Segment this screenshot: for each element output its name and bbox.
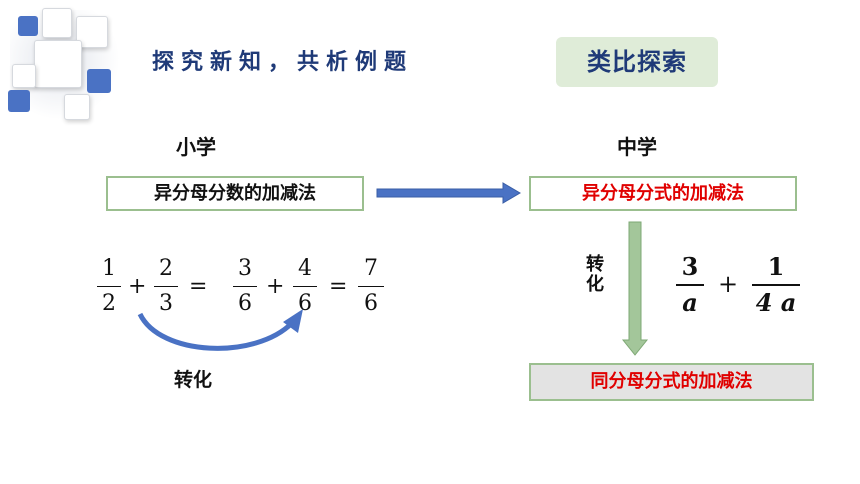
right-topic-box: 异分母分式的加减法	[529, 176, 797, 211]
plus-sign-2: +	[266, 274, 285, 299]
curve-label: 转化	[174, 369, 213, 391]
section-badge: 类比探索	[556, 37, 718, 87]
white-square-5	[64, 94, 90, 120]
fraction-bar	[154, 286, 178, 287]
fraction-1-denominator: 2	[102, 291, 116, 316]
fraction-bar	[752, 284, 800, 286]
blue-square-2	[87, 69, 111, 93]
decorative-squares	[0, 0, 140, 130]
left-heading: 小学	[176, 135, 216, 159]
algebraic-fraction-2-numerator: 1	[767, 252, 785, 281]
fraction-4: 4 6	[293, 256, 317, 317]
fraction-bar	[97, 286, 121, 287]
blue-square-3	[8, 90, 30, 112]
fraction-1-numerator: 1	[102, 256, 116, 281]
fraction-bar	[358, 286, 384, 287]
fraction-5: 7 6	[358, 256, 384, 317]
right-arrow-icon	[376, 182, 521, 204]
fraction-bar	[233, 286, 257, 287]
algebraic-fraction-1-numerator: 3	[681, 252, 699, 281]
fraction-3-numerator: 3	[238, 256, 252, 281]
fraction-5-denominator: 6	[364, 291, 378, 316]
fraction-2-denominator: 3	[159, 291, 173, 316]
equals-sign-1: =	[189, 274, 208, 299]
fraction-bar	[293, 286, 317, 287]
white-square-1	[42, 8, 72, 38]
fraction-2: 2 3	[154, 256, 178, 317]
down-arrow-icon	[621, 221, 649, 356]
curved-arrow-icon	[137, 309, 303, 351]
plus-sign-3: +	[718, 270, 739, 298]
vertical-transform-label: 转化	[586, 254, 604, 295]
page-title: 探究新知，共析例题	[152, 50, 414, 75]
fraction-3: 3 6	[233, 256, 257, 317]
fraction-3-denominator: 6	[238, 291, 252, 316]
blue-square-1	[18, 16, 38, 36]
right-heading: 中学	[617, 135, 657, 159]
equals-sign-2: =	[329, 274, 348, 299]
algebraic-fraction-1: 3 a	[676, 254, 704, 316]
algebraic-fraction-2: 1 4 a	[752, 254, 800, 316]
algebraic-fraction-1-denominator: a	[682, 288, 698, 317]
algebraic-fraction-2-denominator: 4 a	[755, 288, 797, 317]
fraction-4-denominator: 6	[298, 291, 312, 316]
fraction-1: 1 2	[97, 256, 121, 317]
plus-sign-1: +	[128, 274, 147, 299]
fraction-bar	[676, 284, 704, 286]
white-square-4	[12, 64, 36, 88]
left-topic-box: 异分母分数的加减法	[106, 176, 364, 211]
result-topic-box: 同分母分式的加减法	[529, 363, 814, 401]
fraction-2-numerator: 2	[159, 256, 173, 281]
fraction-5-numerator: 7	[364, 256, 378, 281]
fraction-4-numerator: 4	[298, 256, 312, 281]
